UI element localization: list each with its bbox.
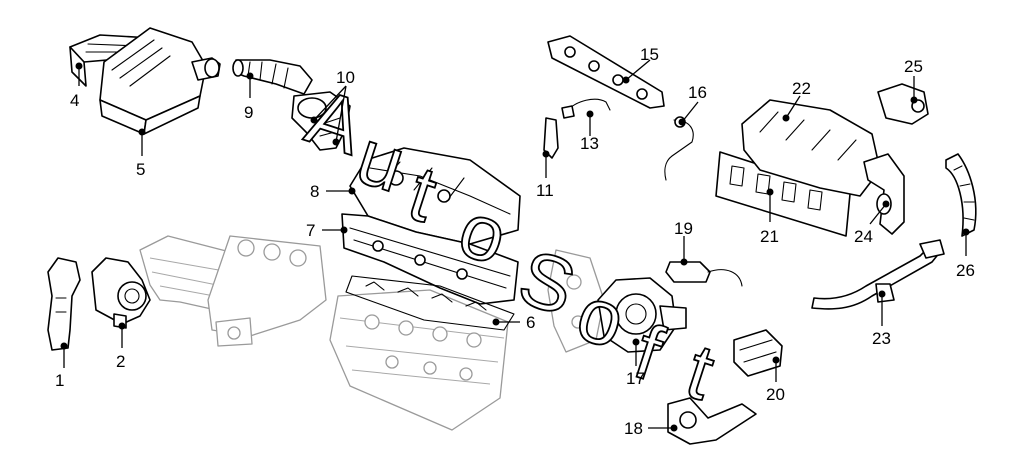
part-1-egr-pipe	[47, 257, 81, 351]
part-7-cylinder-head	[341, 213, 519, 305]
part-24-elbow-pipe	[863, 153, 905, 235]
part-22-intake-manifold	[741, 99, 881, 197]
callout-9: 9	[244, 103, 253, 122]
callout-19: 19	[674, 219, 693, 238]
callout-18: 18	[624, 419, 643, 438]
part-8-rocker-cover	[349, 147, 521, 245]
callout-13: 13	[580, 134, 599, 153]
part-20-bracket	[733, 329, 783, 377]
callout-23: 23	[872, 329, 891, 348]
part-5-air-filter-housing	[99, 27, 221, 135]
part-18-engine-mount	[667, 397, 757, 445]
part-13-injector-pipe	[561, 98, 611, 119]
callout-15: 15	[640, 45, 659, 64]
callout-4: 4	[70, 91, 79, 110]
callout-10: 10	[336, 68, 355, 87]
watermark-letter: t	[677, 326, 725, 416]
part-17-pump-housing	[597, 277, 687, 353]
callout-7: 7	[306, 221, 315, 240]
part-6-head-gasket	[345, 275, 515, 331]
part-2-turbo	[91, 257, 151, 329]
callout-8: 8	[310, 182, 319, 201]
callout-25: 25	[904, 57, 923, 76]
callout-17: 17	[626, 369, 645, 388]
callout-26: 26	[956, 261, 975, 280]
part-16-leak-off-pipe	[664, 116, 694, 181]
part-11-sensor	[543, 117, 559, 159]
callout-6: 6	[526, 313, 535, 332]
callout-20: 20	[766, 385, 785, 404]
callout-1: 1	[55, 371, 64, 390]
callout-22: 22	[792, 79, 811, 98]
callout-11: 11	[536, 181, 554, 200]
callout-21: 21	[760, 227, 779, 246]
callout-16: 16	[688, 83, 707, 102]
part-19-hose-connector	[665, 261, 743, 287]
callout-24: 24	[854, 227, 873, 246]
callout-2: 2	[116, 352, 125, 371]
part-15-fuel-rail	[547, 35, 665, 109]
callouts: 1 2 4 5 6 7 8 9 10 11 13 15	[55, 45, 975, 438]
exhaust-manifold-ghost	[139, 235, 327, 347]
part-25-map-sensor	[877, 83, 929, 125]
callout-5: 5	[136, 160, 145, 179]
part-23-coolant-pipe	[811, 239, 945, 310]
part-26-vent-hose	[945, 153, 977, 237]
engine-block-ghost	[329, 289, 509, 431]
part-9-intake-hose	[232, 59, 313, 95]
bracket-ghost	[547, 249, 605, 353]
